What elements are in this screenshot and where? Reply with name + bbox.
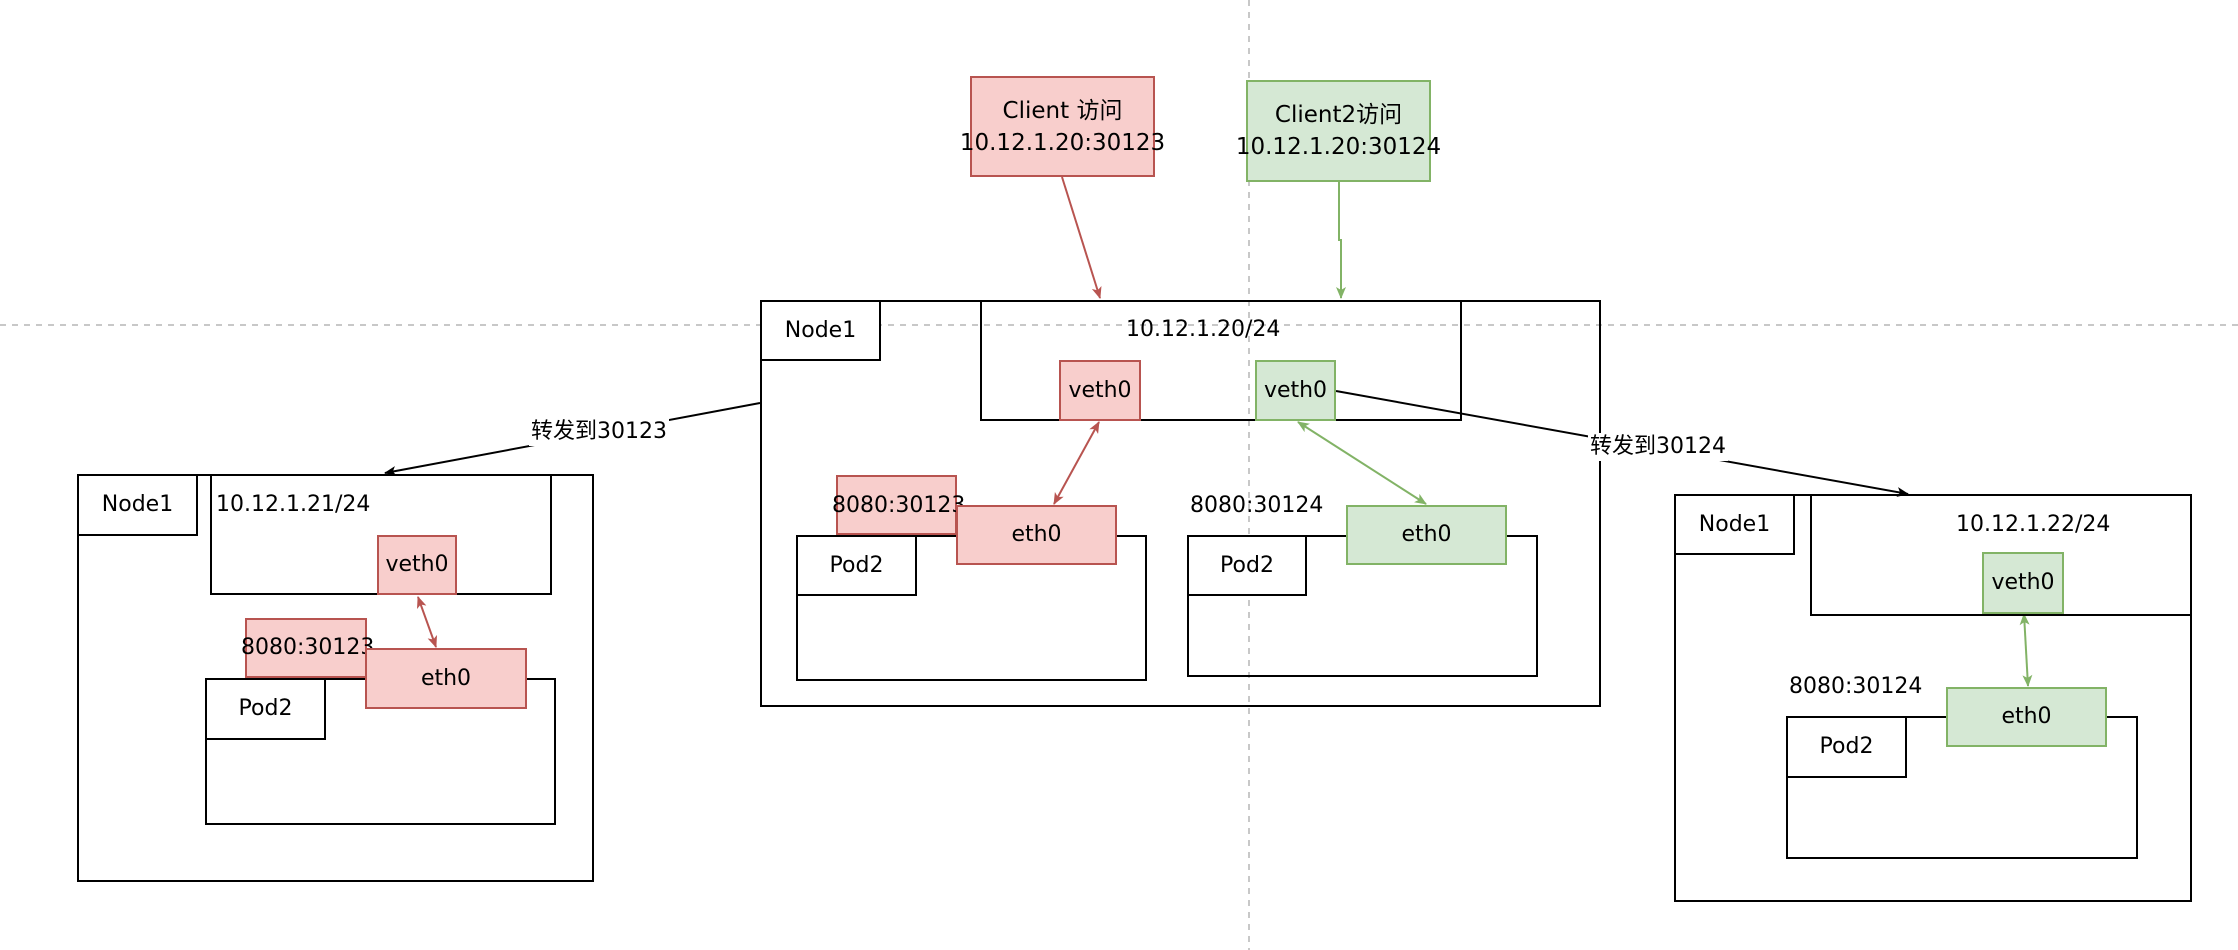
left-veth[interactable]: veth0 [377, 535, 457, 595]
center-veth-red[interactable]: veth0 [1059, 360, 1141, 421]
right-veth[interactable]: veth0 [1982, 552, 2064, 614]
center-pod-right-title: Pod2 [1187, 535, 1307, 596]
center-node-ip: 10.12.1.20/24 [1126, 317, 1281, 342]
center-pod-right-eth[interactable]: eth0 [1346, 505, 1507, 565]
client1-address: 10.12.1.20:30123 [959, 129, 1166, 156]
center-pod-right-port: 8080:30124 [1190, 493, 1324, 518]
center-pod-left-port-box[interactable] [836, 475, 957, 535]
center-node-nic-box[interactable] [980, 300, 1462, 421]
center-red-veth-eth-arrow [1053, 421, 1100, 505]
left-node-title: Node1 [77, 474, 198, 536]
client2-arrow [1336, 182, 1346, 299]
right-node-title: Node1 [1674, 494, 1795, 555]
center-pod-left-title: Pod2 [796, 535, 917, 596]
client2-box[interactable]: Client2访问 10.12.1.20:30124 [1236, 80, 1441, 182]
center-pod-left-eth[interactable]: eth0 [956, 505, 1117, 565]
client1-arrow [1061, 176, 1102, 299]
forward-right-label: 转发到30124 [1588, 433, 1728, 461]
left-red-veth-eth-arrow [417, 596, 437, 648]
center-green-veth-eth-arrow [1297, 421, 1427, 505]
left-pod-eth[interactable]: eth0 [365, 648, 527, 709]
client1-title: Client 访问 [1002, 97, 1123, 124]
right-pod-eth[interactable]: eth0 [1946, 687, 2107, 747]
right-pod-port: 8080:30124 [1789, 674, 1923, 699]
right-green-veth-eth-arrow [2019, 613, 2033, 687]
left-pod-title: Pod2 [205, 678, 326, 740]
center-node-title: Node1 [760, 300, 881, 361]
left-pod-port: 8080:30123 [241, 635, 375, 660]
right-node-nic-box[interactable] [1810, 494, 2192, 616]
left-pod-port-box[interactable] [245, 618, 367, 678]
left-node-ip: 10.12.1.21/24 [216, 492, 371, 517]
client2-title: Client2访问 [1274, 102, 1403, 128]
center-pod-left-port: 8080:30123 [832, 493, 966, 518]
client1-box[interactable]: Client 访问 10.12.1.20:30123 [960, 76, 1165, 177]
right-pod-title: Pod2 [1786, 716, 1907, 778]
forward-left-label: 转发到30123 [529, 418, 669, 446]
client2-address: 10.12.1.20:30124 [1235, 134, 1442, 160]
center-veth-green[interactable]: veth0 [1255, 360, 1336, 421]
right-node-ip: 10.12.1.22/24 [1956, 512, 2111, 537]
